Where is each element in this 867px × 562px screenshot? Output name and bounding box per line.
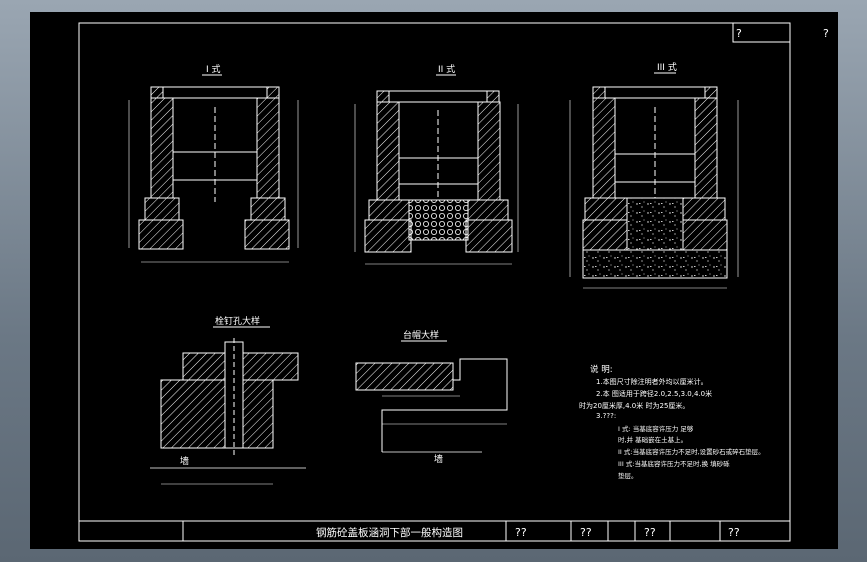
drawing-title: 钢筋砼盖板涵洞下部一般构造图 — [316, 526, 463, 539]
code-box — [732, 22, 791, 43]
title-cell-1: ?? — [515, 526, 527, 539]
notes-line-2: 2.本 图适用于跨径2.0,2.5,3.0,4.0米 — [596, 389, 712, 398]
section-type-3: III 式 — [569, 61, 739, 289]
title-cell-4: ?? — [728, 526, 740, 539]
notes-line-4: 3.???: — [596, 412, 616, 420]
section-1-label: I 式 — [206, 63, 221, 75]
section-type-1: I 式 — [128, 63, 299, 263]
notes-line-8: III 式:当基底容许压力不足时,换 填砂砾 — [618, 459, 730, 468]
notes-line-5: I 式: 当基底容许压力 足够 — [618, 424, 694, 433]
title-block: 钢筋砼盖板涵洞下部一般构造图 ?? ?? ?? ?? — [78, 520, 791, 542]
section-2-label: II 式 — [438, 63, 455, 75]
drawing-canvas: ? ? I 式 — [78, 22, 829, 542]
margin-mark: ? — [823, 27, 829, 40]
notes-block: 说 明: 1.本图尺寸除注明者外均以厘米计。 2.本 图适用于跨径2.0,2.5… — [579, 364, 765, 480]
title-cell-3: ?? — [644, 526, 656, 539]
detail-abutment-cap: 台帽大样 墙 — [355, 329, 508, 465]
section-3-label: III 式 — [657, 61, 677, 73]
notes-line-3: 时为20厘米厚,4.0米 时为25厘米。 — [579, 401, 689, 410]
title-cell-2: ?? — [580, 526, 592, 539]
notes-heading: 说 明: — [590, 364, 613, 375]
section-type-2: II 式 — [354, 63, 519, 265]
detail-right-title: 台帽大样 — [403, 329, 439, 341]
notes-line-7: II 式:当基底容许压力不足时,设置砂石或碎石垫层。 — [618, 447, 765, 456]
wall-label-right: 墙 — [434, 453, 443, 465]
code-box-text: ? — [736, 27, 742, 40]
detail-anchor-hole: 栓钉孔大样 墙 — [150, 315, 306, 485]
notes-line-1: 1.本图尺寸除注明者外均以厘米计。 — [596, 377, 708, 386]
notes-line-9: 垫层。 — [618, 471, 638, 480]
notes-line-6: 时,并 基础嵌在土基上。 — [618, 435, 687, 444]
drawing-sheet[interactable]: ? ? I 式 — [30, 12, 838, 549]
detail-left-title: 栓钉孔大样 — [215, 315, 260, 327]
wall-label-left: 墙 — [180, 455, 189, 467]
